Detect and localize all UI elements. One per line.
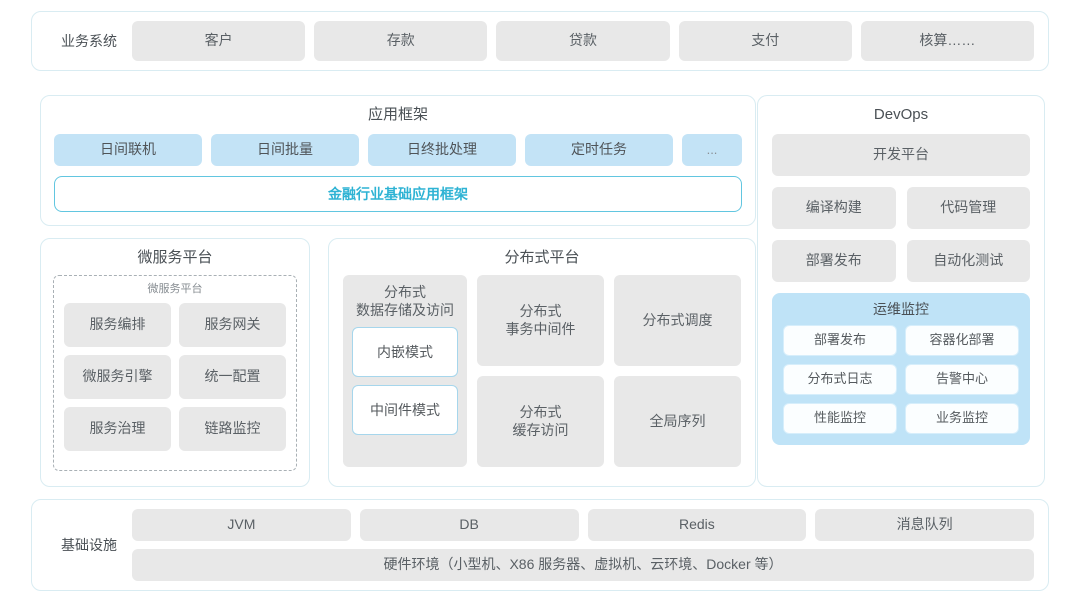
business-chip-deposit[interactable]: 存款 [314, 21, 488, 61]
micro-chip-unified-config[interactable]: 统一配置 [179, 355, 286, 399]
business-chip-payment[interactable]: 支付 [678, 21, 852, 61]
ops-monitoring-title: 运维监控 [873, 301, 929, 317]
app-framework-chips: 日间联机 日间批量 日终批处理 定时任务 ... [54, 134, 742, 166]
financial-base-framework-bar[interactable]: 金融行业基础应用框架 [54, 176, 742, 212]
micro-chip-service-gateway[interactable]: 服务网关 [179, 303, 286, 347]
business-system-label: 业务系统 [61, 33, 117, 49]
business-chip-loan[interactable]: 贷款 [496, 21, 670, 61]
microservice-grid: 服务编排 服务网关 微服务引擎 统一配置 服务治理 链路监控 [64, 303, 286, 451]
microservice-platform-title: 微服务平台 [137, 249, 213, 266]
devops-chip-compile-build[interactable]: 编译构建 [772, 187, 896, 229]
micro-chip-service-orchestration[interactable]: 服务编排 [64, 303, 171, 347]
devops-chip-automated-testing[interactable]: 自动化测试 [906, 240, 1030, 282]
microservice-platform-panel: 微服务平台 微服务平台 服务编排 服务网关 微服务引擎 统一配置 服务治理 链路… [40, 238, 310, 487]
dist-mode-middleware[interactable]: 中间件模式 [352, 385, 458, 436]
business-chip-accounting[interactable]: 核算…… [860, 21, 1035, 61]
ops-chip-business-monitoring[interactable]: 业务监控 [905, 403, 1019, 434]
dist-chip-transaction-middleware-text: 分布式事务中间件 [505, 303, 576, 337]
infra-chip-redis[interactable]: Redis [587, 509, 807, 541]
devops-panel: DevOps 开发平台 编译构建 代码管理 部署发布 自动化测试 运维监控 部署… [757, 95, 1045, 487]
ops-chip-distributed-log[interactable]: 分布式日志 [783, 364, 897, 395]
devops-title: DevOps [873, 106, 929, 123]
platform-row: 微服务平台 微服务平台 服务编排 服务网关 微服务引擎 统一配置 服务治理 链路… [40, 238, 756, 487]
dist-chip-scheduling[interactable]: 分布式调度 [614, 275, 741, 366]
distributed-body: 分布式 数据存储及访问 内嵌模式 中间件模式 分布式事务中间件 [343, 275, 741, 467]
microservice-inner-box: 微服务平台 服务编排 服务网关 微服务引擎 统一配置 服务治理 链路监控 [53, 275, 297, 471]
left-column: 应用框架 日间联机 日间批量 日终批处理 定时任务 ... 金融行业基础应用框架… [40, 95, 756, 487]
business-system-chips: 客户 存款 贷款 支付 核算…… [132, 21, 1035, 61]
infra-chip-db[interactable]: DB [359, 509, 579, 541]
app-framework-title: 应用框架 [367, 106, 428, 123]
microservice-inner-title: 微服务平台 [147, 283, 203, 295]
distributed-platform-panel: 分布式平台 分布式 数据存储及访问 内嵌模式 中间件模式 [328, 238, 756, 487]
dist-chip-transaction-middleware[interactable]: 分布式事务中间件 [477, 275, 604, 366]
infrastructure-label: 基础设施 [61, 537, 117, 553]
app-chip-scheduled-task[interactable]: 定时任务 [525, 134, 673, 166]
devops-chip-code-management[interactable]: 代码管理 [906, 187, 1030, 229]
business-chip-customer[interactable]: 客户 [132, 21, 306, 61]
infrastructure-stack: JVM DB Redis 消息队列 硬件环境（小型机、X86 服务器、虚拟机、云… [132, 509, 1034, 581]
ops-monitoring-panel: 运维监控 部署发布 容器化部署 分布式日志 告警中心 性能监控 业务监控 [772, 293, 1030, 445]
app-framework-panel: 应用框架 日间联机 日间批量 日终批处理 定时任务 ... 金融行业基础应用框架 [40, 95, 756, 226]
distributed-storage-card[interactable]: 分布式 数据存储及访问 内嵌模式 中间件模式 [343, 275, 467, 467]
dist-chip-cache-access[interactable]: 分布式缓存访问 [477, 376, 604, 467]
devops-pair-2: 部署发布 自动化测试 [772, 240, 1030, 282]
micro-chip-service-governance[interactable]: 服务治理 [64, 407, 171, 451]
business-system-row: 业务系统 客户 存款 贷款 支付 核算…… [31, 11, 1049, 71]
infra-chip-message-queue[interactable]: 消息队列 [815, 509, 1034, 541]
ops-chip-performance-monitoring[interactable]: 性能监控 [783, 403, 897, 434]
micro-chip-link-monitoring[interactable]: 链路监控 [179, 407, 286, 451]
app-chip-daytime-batch[interactable]: 日间批量 [211, 134, 359, 166]
distributed-right-grid: 分布式事务中间件 分布式调度 分布式缓存访问 全局序列 [477, 275, 741, 467]
infra-hardware-environment[interactable]: 硬件环境（小型机、X86 服务器、虚拟机、云环境、Docker 等） [132, 549, 1034, 581]
micro-chip-microservice-engine[interactable]: 微服务引擎 [64, 355, 171, 399]
dist-chip-global-sequence[interactable]: 全局序列 [614, 376, 741, 467]
ops-chip-containerized-deploy[interactable]: 容器化部署 [905, 325, 1019, 356]
ops-monitoring-grid: 部署发布 容器化部署 分布式日志 告警中心 性能监控 业务监控 [783, 325, 1019, 434]
ops-chip-alert-center[interactable]: 告警中心 [905, 364, 1019, 395]
distributed-storage-title-line2: 数据存储及访问 [356, 302, 454, 319]
distributed-storage-title: 分布式 数据存储及访问 [352, 283, 458, 319]
middle-block: 应用框架 日间联机 日间批量 日终批处理 定时任务 ... 金融行业基础应用框架… [40, 95, 1045, 487]
app-chip-daytime-online[interactable]: 日间联机 [54, 134, 202, 166]
infrastructure-chips: JVM DB Redis 消息队列 [132, 509, 1034, 541]
dist-chip-cache-access-text: 分布式缓存访问 [512, 404, 569, 438]
app-chip-more[interactable]: ... [682, 134, 742, 166]
infrastructure-row: 基础设施 JVM DB Redis 消息队列 硬件环境（小型机、X86 服务器、… [31, 499, 1049, 591]
distributed-storage-title-line1: 分布式 [384, 284, 426, 300]
dist-mode-embedded[interactable]: 内嵌模式 [352, 327, 458, 378]
devops-chip-deploy-release[interactable]: 部署发布 [772, 240, 896, 282]
distributed-platform-title: 分布式平台 [504, 249, 580, 266]
app-chip-eod-batch[interactable]: 日终批处理 [368, 134, 516, 166]
devops-chip-dev-platform[interactable]: 开发平台 [772, 134, 1030, 176]
infra-chip-jvm[interactable]: JVM [132, 509, 351, 541]
ops-chip-deploy-release[interactable]: 部署发布 [783, 325, 897, 356]
devops-pair-1: 编译构建 代码管理 [772, 187, 1030, 229]
